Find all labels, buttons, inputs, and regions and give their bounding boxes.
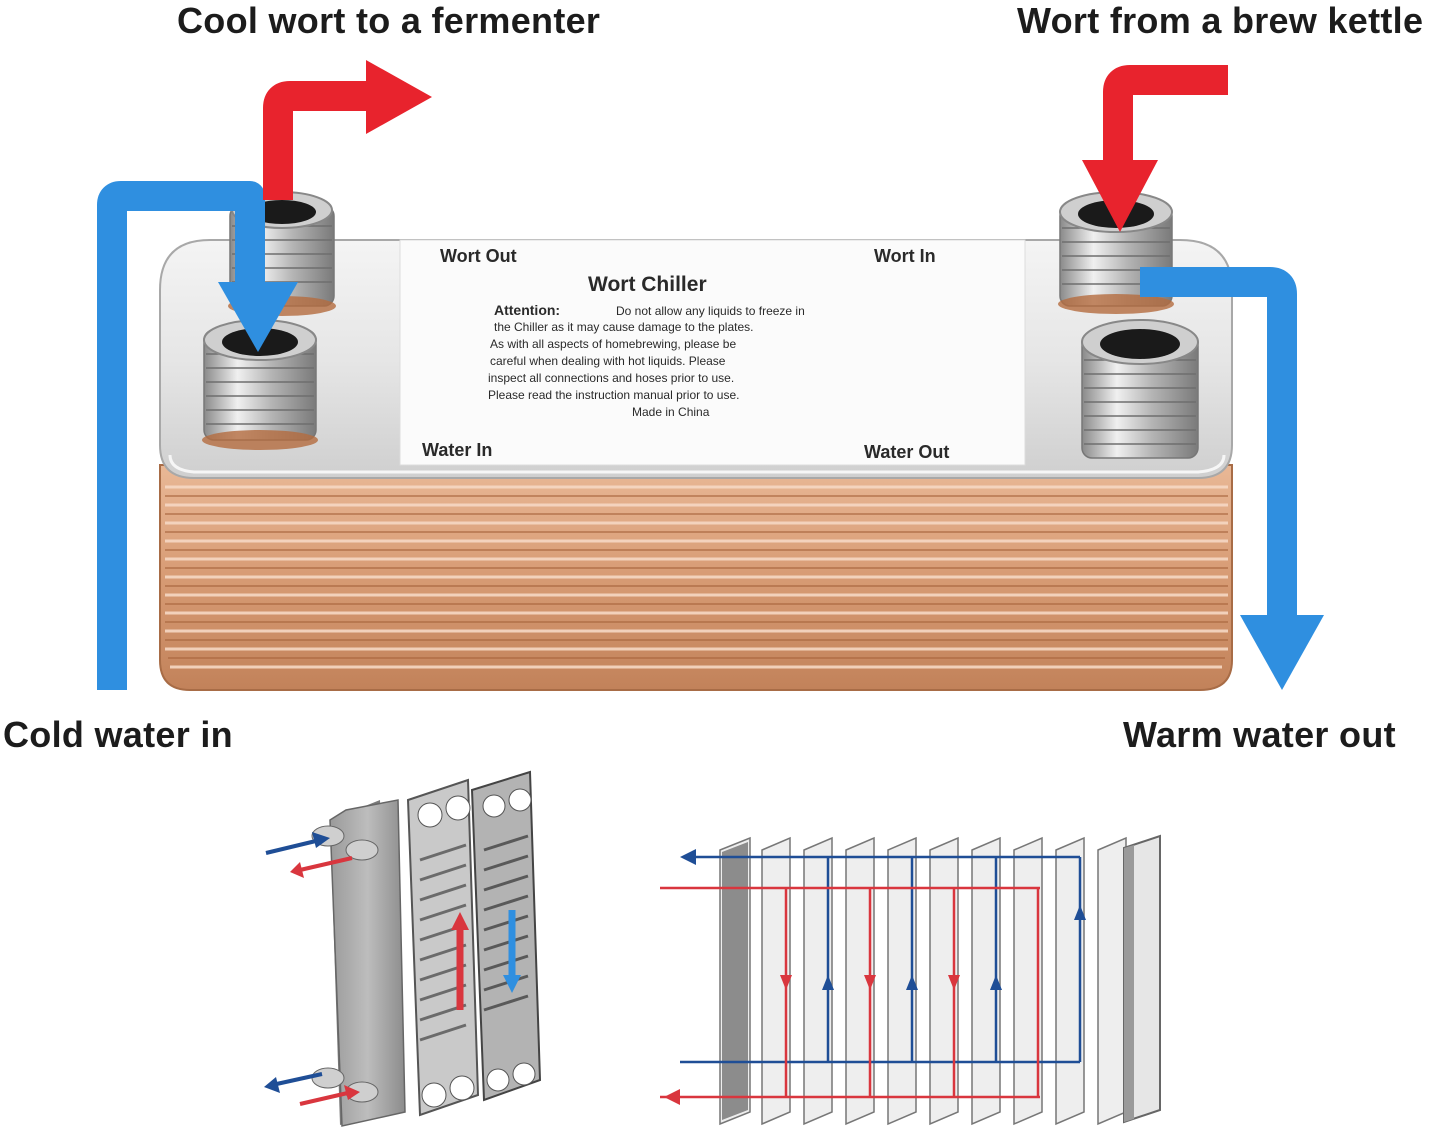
label-wort-out: Wort Out [440,246,517,266]
label-line-6: Please read the instruction manual prior… [488,388,739,402]
fitting-bottom-left [202,319,318,450]
label-wort-in: Wort In [874,246,936,266]
warm-water-out-callout: Warm water out [1123,714,1396,755]
wort-from-kettle-callout: Wort from a brew kettle [1017,0,1424,41]
wort-from-kettle-arrow [1082,65,1228,232]
label-water-out: Water Out [864,442,949,462]
chiller-label: Wort Out Wort In Wort Chiller Attention:… [399,239,1026,466]
cool-wort-callout: Cool wort to a fermenter [177,0,601,41]
cool-wort-out-arrow [263,60,432,200]
warm-water-out-arrow [1140,267,1324,690]
label-line-1: Do not allow any liquids to freeze in [616,304,805,318]
label-line-5: inspect all connections and hoses prior … [488,371,734,385]
label-water-in: Water In [422,440,492,460]
label-line-3: As with all aspects of homebrewing, plea… [490,337,736,351]
label-line-2: the Chiller as it may cause damage to th… [494,320,753,334]
cold-water-in-arrow [97,181,298,690]
flow-schematic [660,834,1161,1126]
fitting-bottom-right [1081,319,1199,459]
label-title: Wort Chiller [588,273,707,296]
cold-water-in-callout: Cold water in [3,714,233,755]
label-made-in: Made in China [632,405,710,419]
copper-plate-lines [165,485,1228,669]
label-line-4: careful when dealing with hot liquids. P… [490,354,726,368]
label-attention: Attention: [494,302,560,318]
exploded-plates-view [264,770,542,1127]
